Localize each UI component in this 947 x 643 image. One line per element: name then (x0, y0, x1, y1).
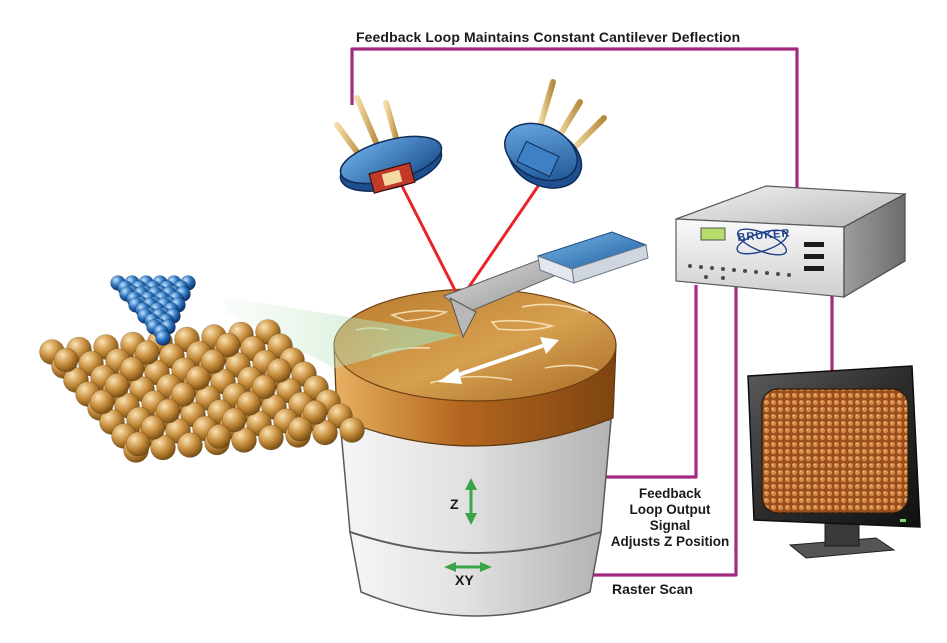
gold-atom (215, 332, 241, 358)
feedback-output-label: Feedback Loop Output Signal Adjusts Z Po… (600, 486, 740, 550)
gold-atom (266, 358, 292, 383)
photodetector (504, 79, 607, 189)
gold-atom (134, 340, 160, 365)
monitor (747, 365, 921, 559)
sample-atom-lattice (39, 319, 365, 463)
feedback-output-line-3: Signal (649, 518, 691, 533)
raster-scan-wire (556, 287, 738, 577)
feedback-loop-wire (350, 47, 799, 204)
gold-atom (236, 391, 262, 416)
gold-atom (312, 419, 338, 446)
z-axis-arrow (465, 478, 477, 525)
scanner-lower-body (349, 531, 602, 617)
feedback-output-line-4: Adjusts Z Position (610, 534, 730, 549)
reflected-laser (458, 175, 547, 301)
gold-atom (231, 427, 257, 453)
laser-diode-emitter (334, 95, 443, 194)
gold-atom (150, 434, 176, 461)
gold-atom (206, 424, 232, 449)
gold-atom (140, 415, 166, 440)
gold-atom (89, 389, 115, 415)
gold-atom (339, 417, 365, 443)
gold-atom (221, 407, 247, 433)
laser-beams (398, 175, 547, 301)
tip-atom (155, 330, 171, 346)
gold-atom (200, 349, 226, 374)
scan-direction-arrow (438, 337, 559, 384)
monitor-power-led (900, 519, 906, 522)
cantilever-probe (442, 231, 649, 339)
xy-axis-arrow (444, 562, 492, 572)
controller-display (700, 227, 726, 241)
gold-atom (185, 365, 211, 391)
scanner-divider (349, 531, 602, 554)
gold-atom (53, 347, 79, 373)
gold-atom (302, 400, 328, 425)
feedback-loop-title: Feedback Loop Maintains Constant Cantile… (356, 29, 741, 45)
feedback-output-line-2: Loop Output (629, 502, 711, 517)
feedback-output-line-1: Feedback (638, 486, 702, 501)
xy-axis-label: XY (455, 572, 474, 588)
gold-atom (258, 424, 284, 451)
gold-atom (125, 431, 151, 457)
gold-atom (170, 382, 196, 407)
gold-atom (251, 374, 277, 400)
raster-scan-label: Raster Scan (612, 581, 693, 597)
controller-unit (675, 185, 908, 299)
controller-logo (736, 228, 788, 256)
incident-laser (398, 181, 462, 301)
gold-atom (119, 356, 145, 382)
controller-ports (804, 242, 824, 271)
magnification-beam (225, 297, 460, 368)
piezo-scanner (333, 288, 617, 617)
gold-atom (155, 398, 181, 424)
surface-features (355, 303, 599, 384)
controller-side (843, 192, 906, 299)
probe-chip-front (537, 255, 575, 284)
gold-atom (177, 432, 203, 458)
controller-leds (688, 264, 791, 280)
tip-atom-pyramid (110, 275, 196, 346)
probe-tip (449, 296, 477, 339)
z-axis-label: Z (450, 496, 459, 512)
gold-atom (104, 373, 130, 398)
gold-atom (287, 416, 313, 442)
monitor-screen (761, 388, 909, 514)
